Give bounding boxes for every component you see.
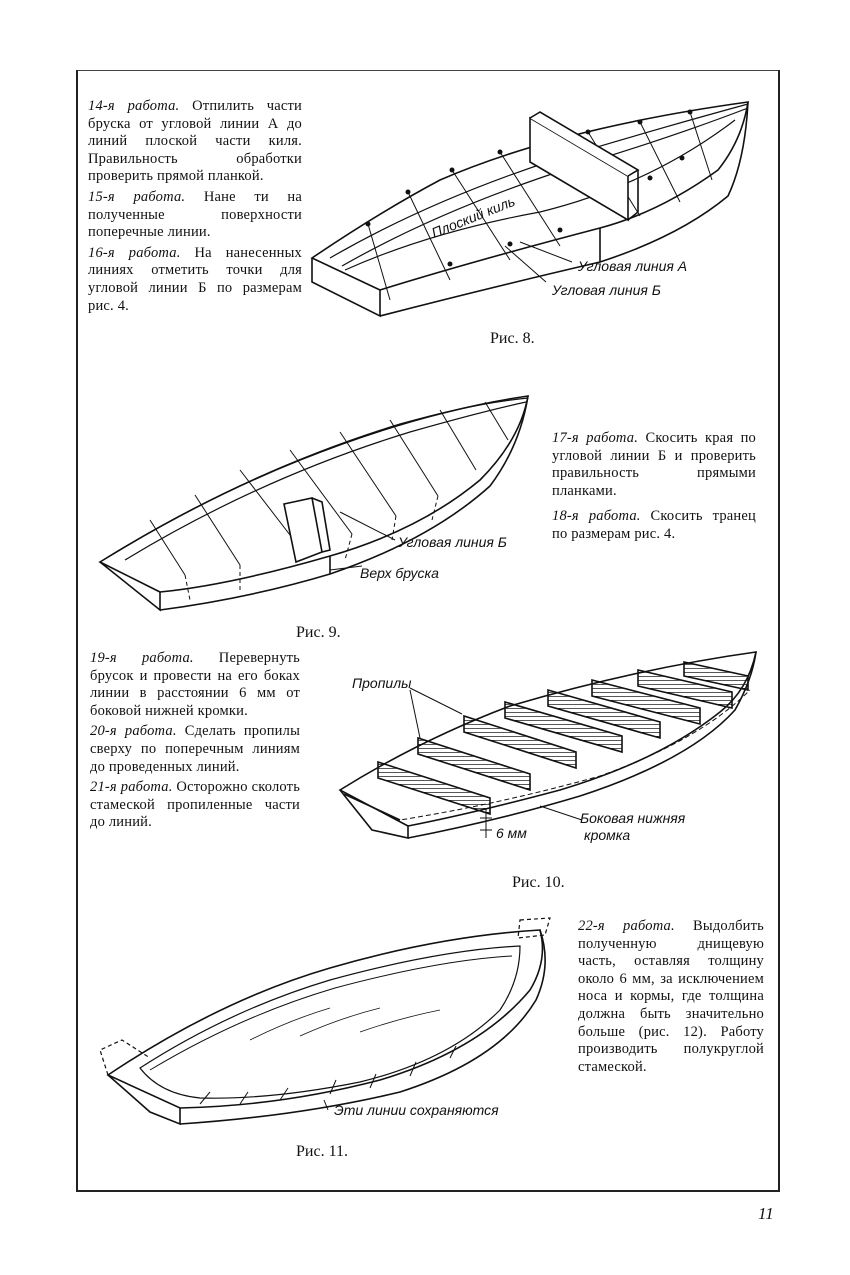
page-number: 11 <box>758 1204 774 1223</box>
caption-fig-8: Рис. 8. <box>490 330 535 347</box>
label-lower-edge-1: Боковая нижняя <box>580 810 686 826</box>
work-15: 15-я работа. Нане ти на полученные повер… <box>88 189 302 242</box>
work-19-lead: 19-я работа. <box>90 650 194 666</box>
text-works-17-18: 17-я работа. Скосить края по угловой лин… <box>552 430 756 547</box>
work-22-text: Выдолбить полученную днищевую часть, ост… <box>578 918 764 1075</box>
work-17-text: Скосить края по угловой линии Б и провер… <box>552 430 756 499</box>
work-16-text: На нанесенных линиях отметить точки для … <box>88 244 303 314</box>
text-works-14-16: 14-я работа. Отпилить части бруска от уг… <box>88 98 302 318</box>
work-17: 17-я работа. Скосить края по угловой лин… <box>552 430 756 500</box>
label-lines-kept: Эти линии сохраняются <box>334 1102 499 1118</box>
caption-fig-11: Рис. 11. <box>296 1143 348 1160</box>
text-work-22: 22-я работа. Выдолбить полученную днищев… <box>578 918 764 1079</box>
work-18: 18-я работа. Скосить транец по размерам … <box>552 508 756 543</box>
work-18-lead: 18-я работа. <box>552 508 641 525</box>
work-16-lead: 16-я работа. <box>88 244 181 261</box>
work-20: 20-я работа. Сделать пропилы сверху по п… <box>90 723 300 776</box>
frame-left-line <box>76 70 78 1190</box>
caption-fig-9: Рис. 9. <box>296 624 341 641</box>
work-21: 21-я работа. Осторожно сколоть стамеской… <box>90 779 300 832</box>
work-21-text: Осторожно сколоть стамеской пропиленные … <box>90 779 301 831</box>
label-lower-edge-2: кромка <box>584 827 630 843</box>
label-six-mm: 6 мм <box>496 825 527 841</box>
label-angle-line-b-fig9: Угловая линия Б <box>397 534 507 550</box>
caption-fig-10: Рис. 10. <box>512 874 565 891</box>
work-20-lead: 20-я работа. <box>90 723 177 740</box>
frame-top-line <box>76 70 780 71</box>
label-angle-line-a: Угловая линия А <box>577 258 687 274</box>
work-15-text: Нане ти на полученные поверхности попере… <box>88 188 302 241</box>
work-21-lead: 21-я работа. <box>90 779 173 796</box>
work-22-lead: 22-я работа. <box>578 918 675 934</box>
text-works-19-21: 19-я работа. Перевернуть брусок и провес… <box>90 650 300 835</box>
work-15-lead: 15-я работа. <box>88 188 186 205</box>
work-18-text: Скосить транец по размерам рис. 4. <box>552 508 756 542</box>
label-top-of-block: Верх бруска <box>360 565 439 581</box>
label-angle-line-b: Угловая линия Б <box>551 282 661 298</box>
work-17-lead: 17-я работа. <box>552 430 639 446</box>
work-14: 14-я работа. Отпилить части бруска от уг… <box>88 98 302 186</box>
label-saw-cuts: Пропилы <box>352 675 412 691</box>
work-16: 16-я работа. На нанесенных линиях отмети… <box>88 245 302 315</box>
frame-right-line <box>778 70 780 1190</box>
frame-bottom-line <box>76 1190 780 1192</box>
work-19: 19-я работа. Перевернуть брусок и провес… <box>90 650 300 720</box>
work-20-text: Сделать пропилы сверху по поперечным лин… <box>90 723 301 775</box>
work-14-lead: 14-я работа. <box>88 98 180 114</box>
work-22: 22-я работа. Выдолбить полученную днищев… <box>578 918 764 1076</box>
work-14-text: Отпилить части бруска от угловой линии А… <box>88 98 303 185</box>
work-19-text: Перевернуть брусок и провести на его бок… <box>90 650 300 719</box>
